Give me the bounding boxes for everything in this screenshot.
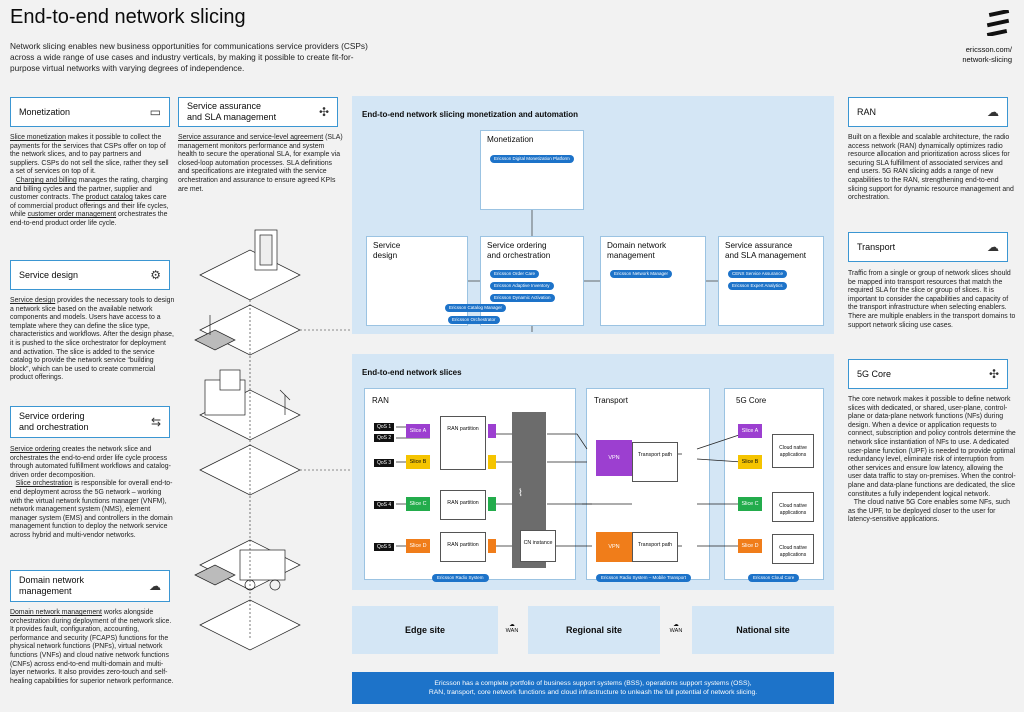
- core-section-label: 5G Core: [736, 396, 767, 405]
- ran-slice-b: Slice B: [406, 455, 430, 469]
- cloud-apps-3: Cloud native applications: [772, 534, 814, 564]
- order-care-chip: Ericsson Order Care: [490, 270, 540, 278]
- core-slice-a: Slice A: [738, 424, 762, 438]
- service-design-label: Service design⚙: [10, 260, 170, 290]
- monetization-text: Slice monetization makes it possible to …: [10, 134, 169, 227]
- transport-section-label: Transport: [594, 396, 628, 405]
- adaptive-inventory-chip: Ericsson Adaptive Inventory: [490, 282, 554, 290]
- qos-2-label: QoS 2: [374, 434, 395, 442]
- ran-partition-1: RAN partition: [440, 416, 486, 470]
- ran-slice-a: Slice A: [406, 424, 430, 438]
- ran-text: Built on a flexible and scalable archite…: [848, 134, 1014, 202]
- intro-text: Network slicing enables new business opp…: [10, 41, 368, 73]
- monetization-connectors: [468, 210, 718, 332]
- regional-site: Regional site: [528, 606, 660, 654]
- cloud-apps-1: Cloud native applications: [772, 434, 814, 468]
- vpn-1: VPN: [596, 440, 632, 476]
- workflow-icon: ⇆: [150, 414, 161, 429]
- ran-section-label: RAN: [372, 396, 389, 405]
- cn-instance: CN instance: [520, 530, 556, 562]
- transport-text: Traffic from a single or group of networ…: [848, 270, 1016, 329]
- transport-path-2: Transport path: [632, 532, 678, 562]
- monetization-label: Monetization▭: [10, 97, 170, 127]
- service-design-text: Service design provides the necessary to…: [10, 297, 175, 382]
- qos-3-label: QoS 3: [374, 459, 395, 467]
- edge-site: Edge site: [352, 606, 498, 654]
- catalog-manager-chip: Ericsson Catalog Manager: [445, 304, 507, 312]
- cloud-icon: ☁: [673, 622, 679, 628]
- core-slice-c: Slice C: [738, 497, 762, 511]
- service-ordering-text: Service ordering creates the network sli…: [10, 446, 173, 539]
- portfolio-banner: Ericsson has a complete portfolio of bus…: [352, 672, 834, 704]
- monetization-panel-title: End-to-end network slicing monetization …: [362, 110, 578, 119]
- radio-cloud-icon: ☁: [987, 104, 999, 119]
- ran-partition-3: RAN partition: [440, 532, 486, 562]
- ran-slice-b-marker: [488, 455, 496, 469]
- expert-analytics-chip: Ericsson Expert Analytics: [728, 282, 787, 290]
- website-url[interactable]: ericsson.com/network-slicing: [962, 45, 1012, 64]
- slices-panel-title: End-to-end network slices: [362, 368, 462, 377]
- cloud-apps-2: Cloud native applications: [772, 492, 814, 522]
- cloud-icon: ☁: [509, 622, 515, 628]
- network-manager-chip: Ericsson Network Manager: [610, 270, 673, 278]
- qos-1-label: QoS 1: [374, 423, 395, 431]
- ran-slice-d: Slice D: [406, 539, 430, 553]
- transport-label: Transport☁: [848, 232, 1008, 262]
- cloud-icon: ☁: [987, 239, 999, 254]
- digital-monetization-chip: Ericsson Digital Monetization Platform: [490, 155, 574, 163]
- qos-5-label: QoS 5: [374, 543, 395, 551]
- footer-core-chip: Ericsson Cloud Core: [748, 574, 800, 582]
- ran-label: RAN☁: [848, 97, 1008, 127]
- ericsson-logo-icon: [986, 10, 1010, 36]
- slice-connectors: [396, 426, 743, 547]
- antenna-icon: ⌇: [518, 488, 523, 499]
- national-site: National site: [692, 606, 834, 654]
- service-assurance-text: Service assurance and service-level agre…: [178, 134, 343, 193]
- ran-slice-c: Slice C: [406, 497, 430, 511]
- dynamic-activation-chip: Ericsson Dynamic Activation: [490, 294, 555, 302]
- core-label: 5G Core✣: [848, 359, 1008, 389]
- transport-path-1: Transport path: [632, 442, 678, 482]
- vpn-2: VPN: [596, 532, 632, 562]
- core-text: The core network makes it possible to de…: [848, 396, 1016, 524]
- isometric-illustration: [194, 229, 355, 651]
- cenx-assurance-chip: CENX Service Assurance: [728, 270, 788, 278]
- ran-slice-a-marker: [488, 424, 496, 438]
- money-icon: ▭: [149, 104, 161, 119]
- monetization-block: Monetization: [480, 130, 584, 210]
- core-slice-b: Slice B: [738, 455, 762, 469]
- nodes-icon: ✣: [988, 366, 999, 381]
- wan-2: ☁WAN: [666, 622, 686, 634]
- ran-slice-c-marker: [488, 497, 496, 511]
- orchestrator-chip: Ericsson Orchestrator: [448, 316, 500, 324]
- qos-4-label: QoS 4: [374, 501, 395, 509]
- page-title: End-to-end network slicing: [10, 6, 246, 28]
- cloud-upload-icon: ☁: [149, 578, 161, 593]
- wan-1: ☁WAN: [502, 622, 522, 634]
- footer-transport-chip: Ericsson Radio System – Mobile Transport: [596, 574, 692, 582]
- design-gear-icon: ⚙: [150, 267, 161, 282]
- ran-slice-d-marker: [488, 539, 496, 553]
- core-slice-d: Slice D: [738, 539, 762, 553]
- footer-ran-chip: Ericsson Radio System: [432, 574, 489, 582]
- network-nodes-icon: ✣: [318, 104, 329, 119]
- ran-partition-2: RAN partition: [440, 490, 486, 520]
- domain-management-text: Domain network management works alongsid…: [10, 609, 174, 685]
